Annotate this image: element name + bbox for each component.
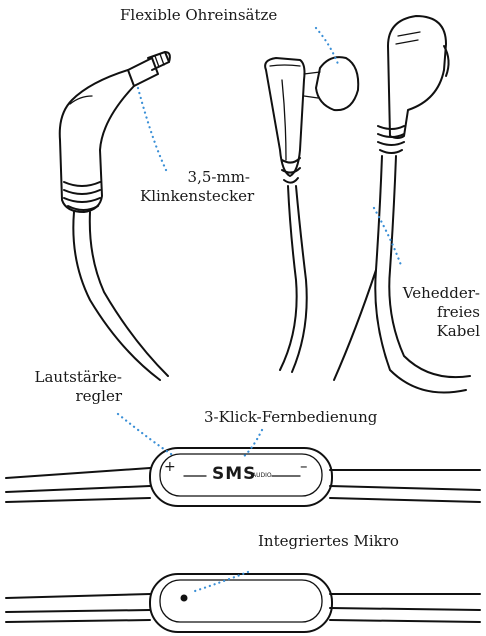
remote-plus-sign: + <box>164 458 176 477</box>
label-volume: Lautstärke- regler <box>4 368 122 406</box>
sms-logo: SMS <box>212 465 256 484</box>
label-ear-tips: Flexible Ohreinsätze <box>120 6 277 25</box>
remote-minus-sign: – <box>300 457 308 476</box>
label-jack-line-2: Klinkenstecker <box>140 187 250 206</box>
jack-plug <box>60 52 170 380</box>
left-earbud <box>265 57 358 372</box>
label-volume-line-2: regler <box>4 387 122 406</box>
label-cable-line-2: freies <box>380 303 480 322</box>
label-jack-line-1: 3,5-mm- <box>140 168 250 187</box>
label-cable: Vehedder- freies Kabel <box>380 284 480 341</box>
label-cable-line-3: Kabel <box>380 322 480 341</box>
label-remote: 3-Klick-Fernbedienung <box>204 408 377 427</box>
leader-lines <box>118 28 402 592</box>
sms-logo-sub: AUDIO <box>252 472 272 480</box>
label-cable-line-1: Vehedder- <box>380 284 480 303</box>
label-jack: 3,5-mm- Klinkenstecker <box>140 168 250 206</box>
mic-housing <box>6 574 480 632</box>
label-volume-line-1: Lautstärke- <box>4 368 122 387</box>
mic-hole <box>181 595 188 602</box>
label-mic: Integriertes Mikro <box>258 532 399 551</box>
